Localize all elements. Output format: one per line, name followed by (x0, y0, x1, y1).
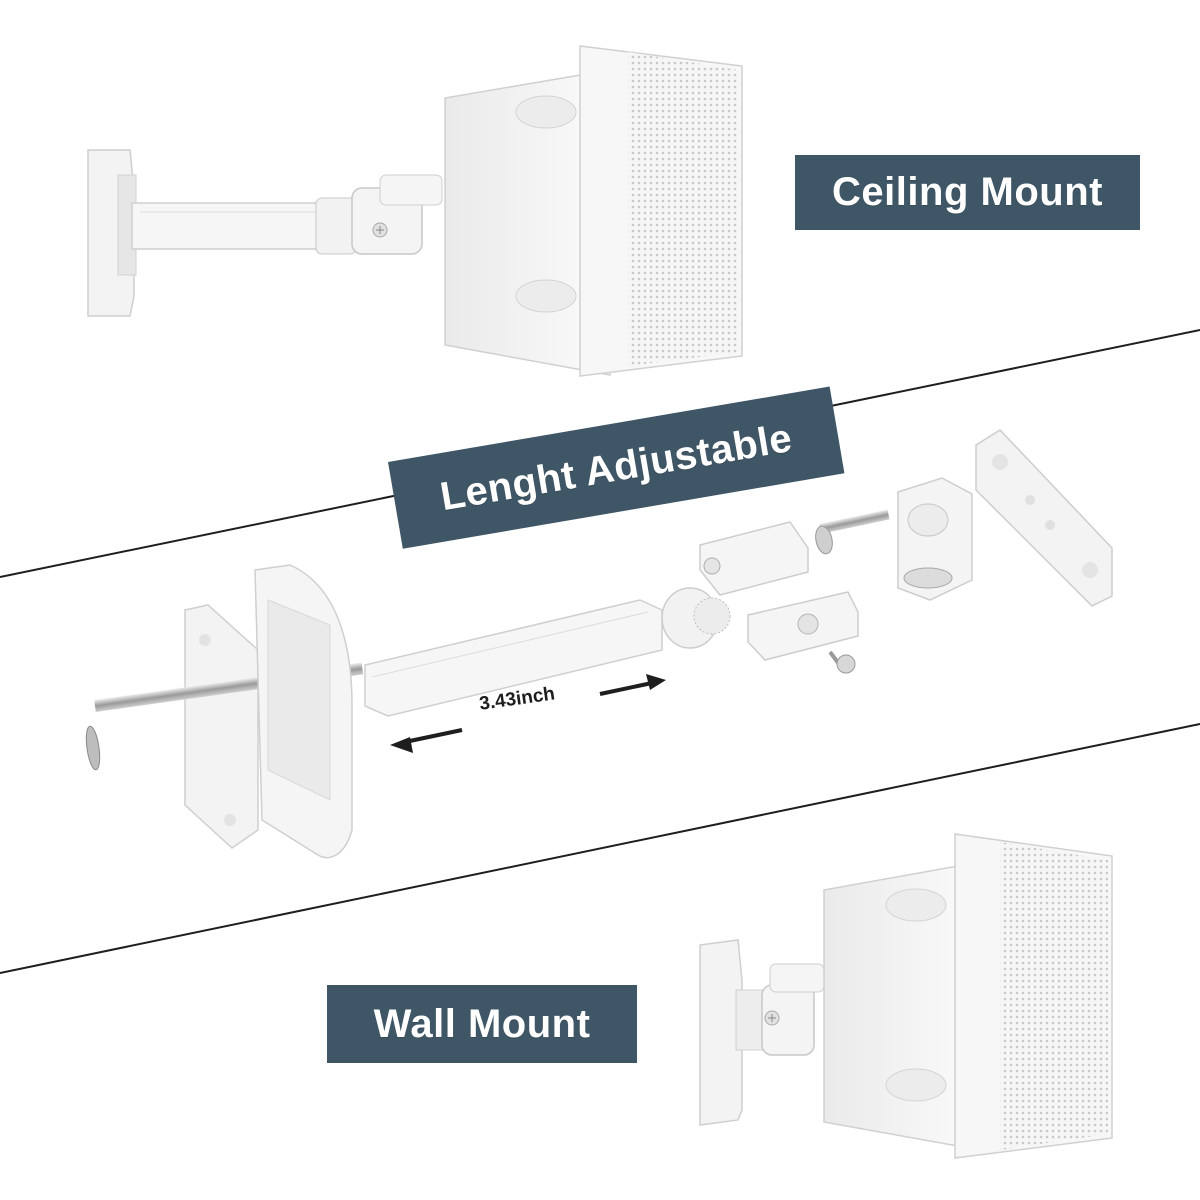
ceiling-mount-label: Ceiling Mount (795, 155, 1140, 230)
wall-mount-text: Wall Mount (373, 1001, 591, 1046)
exploded-mount-parts (85, 429, 1113, 859)
divider-line-bottom (0, 723, 1200, 974)
dimension-arrows (390, 674, 666, 753)
wall-mount-label: Wall Mount (327, 985, 637, 1063)
ceiling-mount-speaker (87, 45, 743, 377)
ceiling-mount-text: Ceiling Mount (832, 170, 1103, 214)
wall-mount-speaker (699, 833, 1113, 1159)
